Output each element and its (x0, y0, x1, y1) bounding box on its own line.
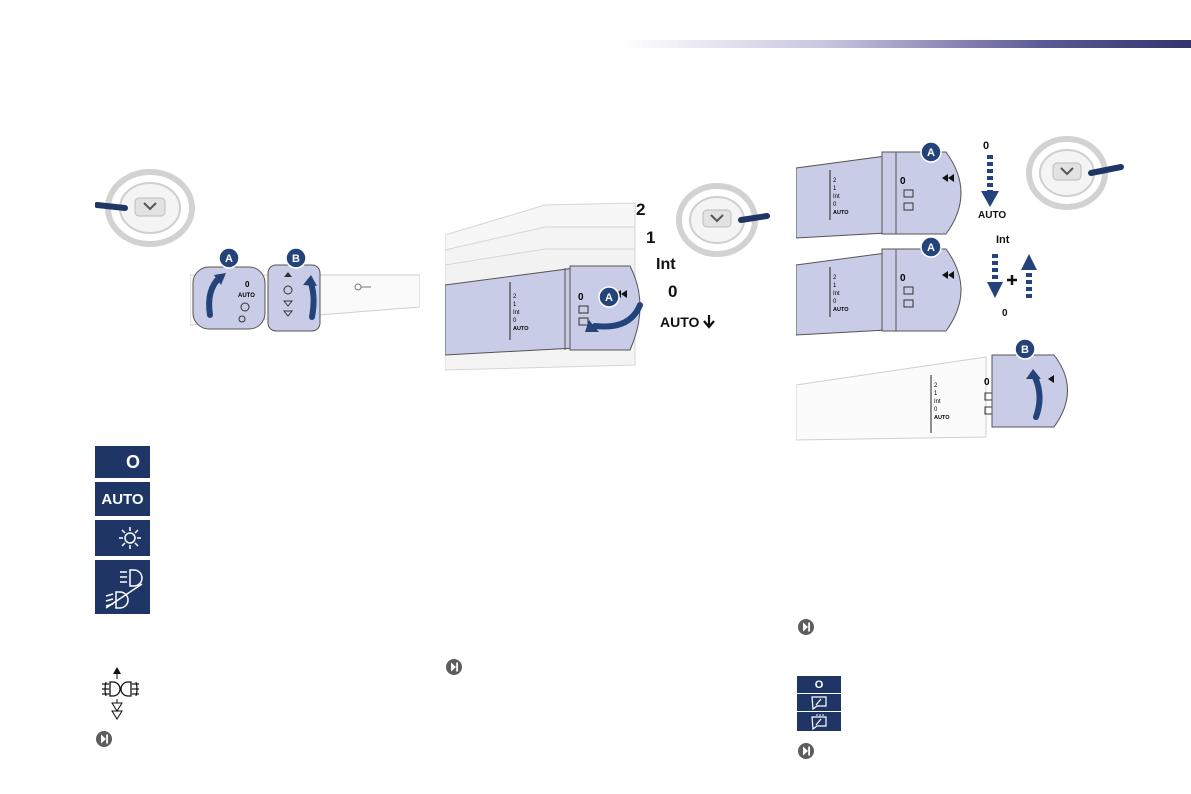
svg-text:Int: Int (833, 291, 840, 297)
svg-text:0: 0 (934, 407, 938, 413)
callout-b-rear-bottom: B (1014, 338, 1036, 360)
wiper-position-0: 0 (668, 282, 678, 301)
fog-lamps-icon (102, 667, 139, 720)
lighting-stalk-label-auto: AUTO (238, 293, 255, 299)
svg-text:B: B (292, 253, 300, 265)
svg-text:0: 0 (833, 299, 837, 305)
svg-text:AUTO: AUTO (833, 307, 849, 313)
lights-off-symbol: O (95, 446, 150, 478)
svg-text:0: 0 (900, 273, 906, 284)
callout-a-rear-top: A (920, 141, 942, 163)
svg-text:2: 2 (833, 178, 837, 184)
wiper-position-2: 2 (636, 200, 646, 219)
svg-text:B: B (1021, 344, 1029, 356)
svg-text:AUTO: AUTO (934, 415, 950, 421)
header-gradient-bar (620, 40, 1191, 48)
callout-a-lighting: A (218, 247, 240, 269)
rear-top-position-auto: AUTO (978, 210, 1007, 221)
rear-wiper-icon (797, 694, 841, 711)
steering-wheel-right-illustration (1026, 136, 1124, 210)
rear-mid-position-int: Int (996, 234, 1010, 246)
arrow-down-icon (703, 315, 716, 329)
svg-text:Int: Int (934, 399, 941, 405)
wiper-position-auto: AUTO (660, 314, 716, 330)
svg-text:0: 0 (513, 318, 517, 324)
svg-text:1: 1 (833, 186, 837, 192)
next-arrow-icon-2 (446, 659, 462, 675)
svg-text:0: 0 (900, 176, 906, 187)
wiper-stalk-front-illustration: 2 1 Int 0 AUTO 0 (445, 265, 643, 356)
lights-auto-symbol: AUTO (95, 482, 150, 516)
next-arrow-icon-3 (798, 619, 814, 635)
svg-text:1: 1 (833, 283, 837, 289)
svg-text:A: A (225, 253, 233, 265)
svg-text:A: A (605, 292, 613, 304)
next-arrow-icon-4 (798, 743, 814, 759)
rear-wash-icon (797, 712, 841, 731)
lighting-stalk-label-0: 0 (245, 280, 250, 289)
svg-text:0: 0 (984, 377, 990, 388)
svg-text:Int: Int (833, 194, 840, 200)
rear-top-position-0: 0 (983, 140, 990, 152)
callout-b-lighting: B (285, 247, 307, 269)
rear-wiper-stalk-bottom: 2 1 Int 0 AUTO 0 (796, 354, 1068, 441)
rear-wiper-stalk-top: 2 1 Int 0 AUTO 0 (796, 151, 962, 239)
svg-text:1: 1 (513, 302, 517, 308)
svg-text:AUTO: AUTO (513, 326, 529, 332)
rear-wiper-stalk-middle: 2 1 Int 0 AUTO 0 (796, 248, 962, 336)
lighting-stalk-illustration: 0 AUTO (190, 264, 420, 332)
wiper-pulse-arrows-icon (987, 254, 1037, 298)
rear-mid-position-0: 0 (1002, 308, 1008, 319)
arrow-down-dashed-icon (981, 155, 999, 207)
svg-text:1: 1 (934, 391, 938, 397)
callout-a-rear-middle: A (920, 236, 942, 258)
wiper-position-int: Int (656, 256, 676, 273)
steering-wheel-middle-illustration (676, 183, 770, 257)
svg-text:AUTO: AUTO (833, 210, 849, 216)
svg-text:2: 2 (513, 294, 517, 300)
next-arrow-icon-1 (96, 731, 112, 747)
callout-a-front-wiper: A (598, 286, 620, 308)
wiper-position-1: 1 (646, 228, 656, 247)
svg-text:2: 2 (934, 383, 938, 389)
svg-text:2: 2 (833, 275, 837, 281)
steering-wheel-left-illustration (95, 169, 195, 247)
svg-text:A: A (927, 147, 935, 159)
rear-wiper-off-symbol: O (797, 676, 841, 693)
svg-text:A: A (927, 242, 935, 254)
svg-text:0: 0 (833, 202, 837, 208)
sidelights-icon (95, 520, 150, 556)
dipped-main-beam-icon (95, 560, 150, 614)
svg-text:Int: Int (513, 310, 520, 316)
svg-text:0: 0 (578, 292, 584, 303)
